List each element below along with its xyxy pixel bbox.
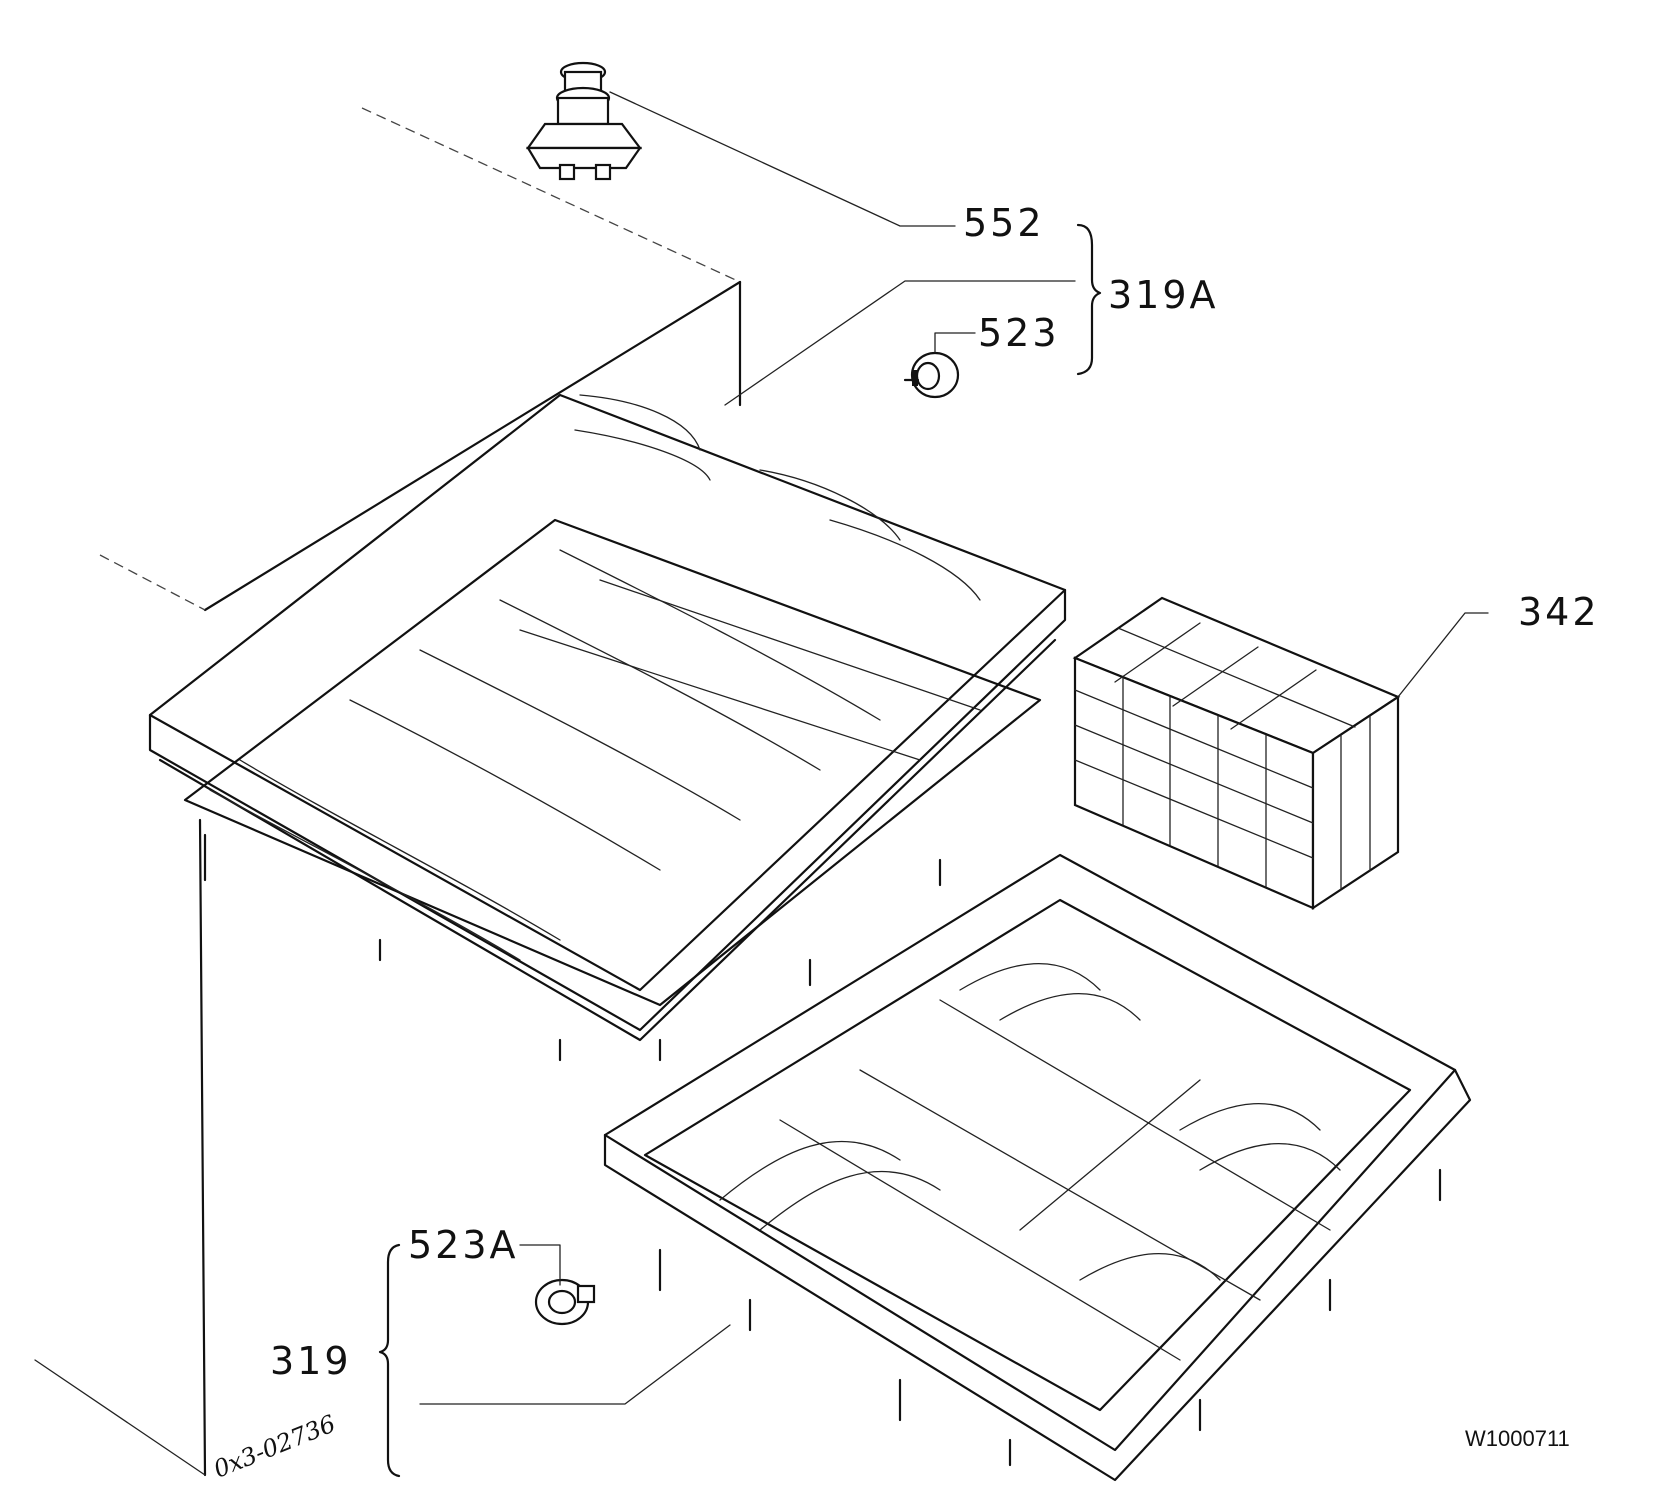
- cutlery-basket: [1072, 596, 1401, 911]
- roller-wheel-part-523: [903, 351, 960, 399]
- callout-319: 319: [270, 1339, 352, 1383]
- dishwasher-cabinet: [34, 107, 742, 1477]
- handwritten-reference: 0x3-02736: [210, 1409, 340, 1483]
- leader-lines: [419, 91, 1489, 1405]
- drawing-id: W1000711: [1465, 1426, 1570, 1451]
- callout-342: 342: [1518, 590, 1600, 634]
- bracket-319: [378, 1243, 401, 1478]
- callout-523a: 523A: [408, 1223, 519, 1267]
- roller-wheel-part-523a: [534, 1278, 596, 1326]
- bracket-319a: [1076, 223, 1102, 376]
- callout-319a: 319A: [1108, 273, 1219, 317]
- nozzle-part-552: [525, 61, 643, 181]
- callout-552: 552: [963, 201, 1045, 245]
- lower-dish-rack: [603, 853, 1472, 1482]
- upper-dish-rack: [148, 393, 1067, 1062]
- callout-523: 523: [978, 311, 1060, 355]
